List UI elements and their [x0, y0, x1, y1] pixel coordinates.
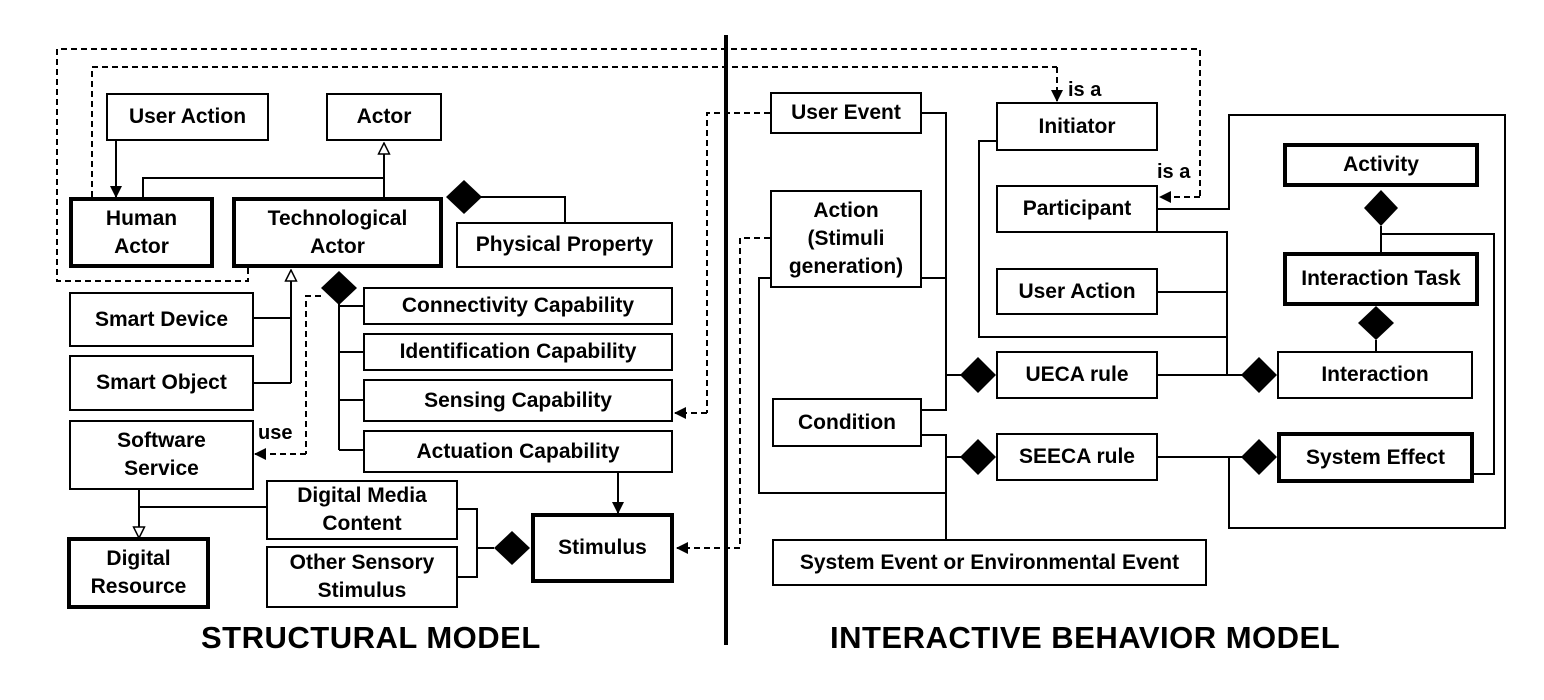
human-actor-box: Human Actor [69, 197, 214, 268]
activity-box: Activity [1283, 143, 1479, 187]
initiator-box: Initiator [996, 102, 1158, 151]
diamond-interaction [1241, 357, 1277, 393]
other-sensory-stimulus-box: Other Sensory Stimulus [266, 546, 458, 608]
diamond-seeca [960, 439, 996, 475]
system-or-environmental-event-box: System Event or Environmental Event [772, 539, 1207, 586]
sensing-capability-box: Sensing Capability [363, 379, 673, 422]
structural-model-title: STRUCTURAL MODEL [201, 620, 541, 655]
condition-box: Condition [772, 398, 922, 447]
stimulus-box: Stimulus [531, 513, 674, 583]
digital-media-content-box: Digital Media Content [266, 480, 458, 540]
actuation-capability-box: Actuation Capability [363, 430, 673, 473]
diamond-ueca [960, 357, 996, 393]
interaction-task-box: Interaction Task [1283, 252, 1479, 306]
interaction-box: Interaction [1277, 351, 1473, 399]
diamond-physical [446, 180, 482, 214]
physical-property-box: Physical Property [456, 222, 673, 268]
software-service-box: Software Service [69, 420, 254, 490]
use-label: use [258, 422, 293, 444]
composition-diamonds [321, 180, 1398, 565]
participant-box: Participant [996, 185, 1158, 233]
diamond-activity [1364, 190, 1398, 226]
connectivity-capability-box: Connectivity Capability [363, 287, 673, 325]
is-a-label-participant: is a [1157, 161, 1191, 183]
action-stimuli-generation-box: Action (Stimuli generation) [770, 190, 922, 288]
actor-box: Actor [326, 93, 442, 141]
seeca-rule-box: SEECA rule [996, 433, 1158, 481]
digital-resource-box: Digital Resource [67, 537, 210, 609]
ueca-rule-box: UECA rule [996, 351, 1158, 399]
is-a-label-initiator: is a [1068, 79, 1102, 101]
smart-object-box: Smart Object [69, 355, 254, 411]
interactive-behavior-model-title: INTERACTIVE BEHAVIOR MODEL [830, 620, 1341, 655]
diamond-stimulus [494, 531, 530, 565]
user-action-box: User Action [106, 93, 269, 141]
diamond-system-effect [1241, 439, 1277, 475]
smart-device-box: Smart Device [69, 292, 254, 347]
technological-actor-box: Technological Actor [232, 197, 443, 268]
user-action-event-box: User Action [996, 268, 1158, 315]
system-effect-box: System Effect [1277, 432, 1474, 483]
identification-capability-box: Identification Capability [363, 333, 673, 371]
diamond-capability [321, 271, 357, 305]
user-event-box: User Event [770, 92, 922, 134]
diamond-interaction-task [1358, 306, 1394, 340]
